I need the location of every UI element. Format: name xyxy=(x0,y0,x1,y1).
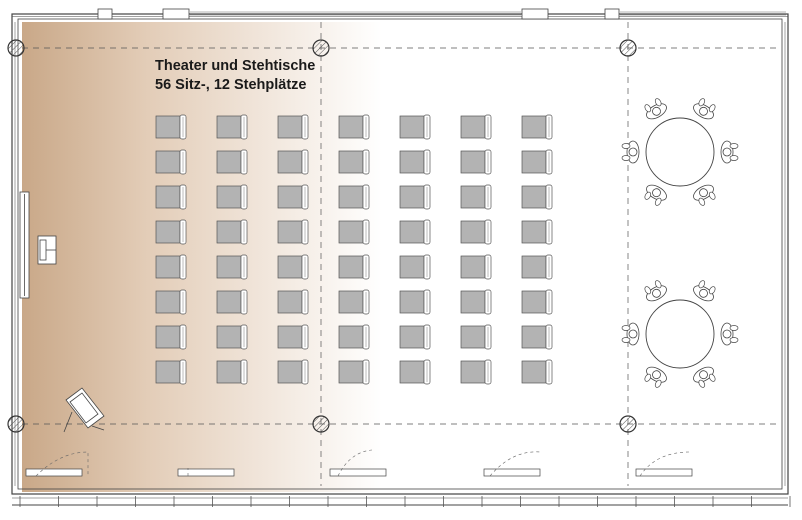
chair xyxy=(277,149,309,175)
standing-table xyxy=(621,98,739,206)
top-windows xyxy=(97,8,620,20)
chair xyxy=(338,114,370,140)
chair xyxy=(399,289,431,315)
lectern xyxy=(37,235,57,265)
standing-person xyxy=(693,184,716,206)
chair xyxy=(460,114,492,140)
chair xyxy=(460,324,492,350)
chair xyxy=(216,184,248,210)
chair xyxy=(521,254,553,280)
chair xyxy=(277,219,309,245)
chair xyxy=(399,149,431,175)
chair xyxy=(521,289,553,315)
chair xyxy=(155,324,187,350)
chair xyxy=(155,289,187,315)
chair xyxy=(338,289,370,315)
chair xyxy=(277,254,309,280)
chair xyxy=(521,149,553,175)
standing-person xyxy=(621,322,640,346)
standing-person xyxy=(693,280,716,302)
chair xyxy=(277,114,309,140)
plan-title: Theater und Stehtische xyxy=(155,58,315,74)
chair xyxy=(216,324,248,350)
chair xyxy=(460,254,492,280)
standing-person xyxy=(693,366,716,388)
chair xyxy=(460,184,492,210)
chair xyxy=(277,359,309,385)
chair xyxy=(155,149,187,175)
chair xyxy=(399,254,431,280)
chair xyxy=(338,184,370,210)
chair xyxy=(338,219,370,245)
chair xyxy=(216,149,248,175)
standing-person xyxy=(644,98,667,120)
door-swings xyxy=(35,449,691,477)
standing-person xyxy=(720,140,739,164)
chair xyxy=(216,359,248,385)
chair xyxy=(460,149,492,175)
chair xyxy=(338,149,370,175)
chair-grid xyxy=(155,114,553,385)
chair xyxy=(521,359,553,385)
chair xyxy=(338,359,370,385)
chair xyxy=(460,289,492,315)
structural-columns xyxy=(7,39,637,433)
chair xyxy=(521,114,553,140)
chair xyxy=(216,254,248,280)
right-wall-glazing xyxy=(781,22,786,486)
chair xyxy=(277,184,309,210)
chair xyxy=(460,359,492,385)
bottom-mullions xyxy=(19,496,791,507)
standing-person xyxy=(693,98,716,120)
chair xyxy=(399,359,431,385)
projector xyxy=(63,387,105,433)
chair xyxy=(155,359,187,385)
chair xyxy=(399,219,431,245)
chair xyxy=(338,254,370,280)
chair xyxy=(155,254,187,280)
standing-tables xyxy=(621,98,739,388)
chair xyxy=(216,114,248,140)
standing-person xyxy=(720,322,739,346)
standing-person xyxy=(644,280,667,302)
top-wall-glazing xyxy=(190,11,786,16)
standing-person xyxy=(621,140,640,164)
chair xyxy=(338,324,370,350)
plan-subtitle: 56 Sitz-, 12 Stehplätze xyxy=(155,77,307,93)
bottom-radiators xyxy=(25,468,693,477)
grid-lines xyxy=(22,22,780,486)
chair xyxy=(155,114,187,140)
chair xyxy=(277,324,309,350)
projection-screen xyxy=(19,191,30,299)
chair xyxy=(521,219,553,245)
chair xyxy=(521,184,553,210)
chair xyxy=(216,219,248,245)
chair xyxy=(399,114,431,140)
chair xyxy=(399,184,431,210)
chair xyxy=(277,289,309,315)
chair xyxy=(460,219,492,245)
standing-table xyxy=(621,280,739,388)
chair xyxy=(155,219,187,245)
chair xyxy=(399,324,431,350)
standing-person xyxy=(644,366,667,388)
chair xyxy=(216,289,248,315)
chair xyxy=(155,184,187,210)
chair xyxy=(521,324,553,350)
standing-person xyxy=(644,184,667,206)
room-walls xyxy=(11,13,789,506)
